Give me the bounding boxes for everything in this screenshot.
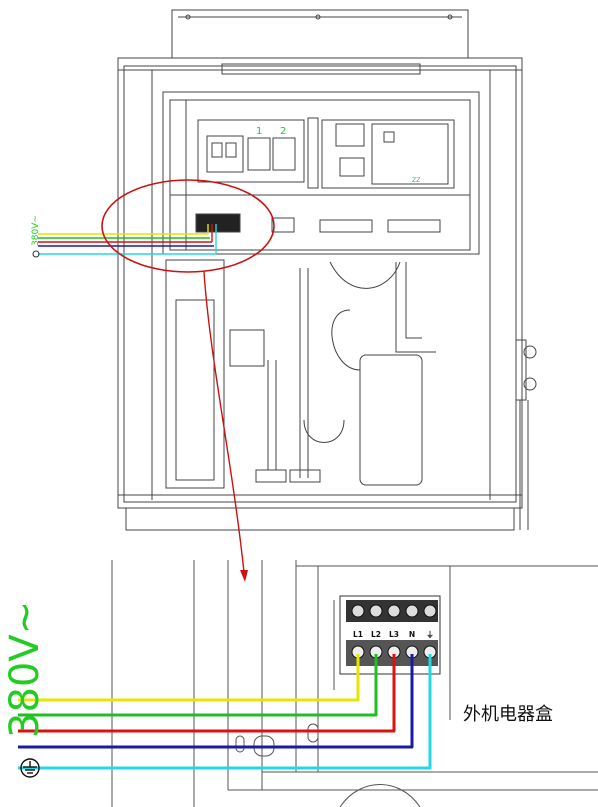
terminal-screws-top xyxy=(351,604,437,618)
detail-wires xyxy=(18,654,432,770)
terminal-label-l1: L1 xyxy=(353,630,363,639)
terminal-label-ground: ⏚ xyxy=(426,630,434,639)
callout-arrow xyxy=(203,271,245,573)
terminal-label-l3: L3 xyxy=(389,630,399,639)
wire-l2-green xyxy=(18,654,378,717)
unit-frame xyxy=(117,57,523,509)
relay-2 xyxy=(272,137,296,171)
compressor xyxy=(359,354,423,486)
top-wires xyxy=(38,224,217,255)
wire-l1-yellow xyxy=(18,654,360,702)
wire-n-blue xyxy=(18,654,414,749)
relay-number-1: 1 xyxy=(256,126,262,137)
top-voltage-label: 380V~ xyxy=(31,215,41,246)
terminal-label-n: N xyxy=(409,630,415,639)
board-marker: ZZ xyxy=(412,177,420,184)
terminal-block: L1 L2 L3 N ⏚ xyxy=(339,595,441,675)
ground-symbol-icon xyxy=(20,758,40,778)
wire-l3-red xyxy=(18,654,396,733)
outdoor-unit-drawing xyxy=(117,9,537,531)
electrical-box xyxy=(162,91,480,255)
terminal-label-l2: L2 xyxy=(371,630,381,639)
small-terminal-strip xyxy=(195,213,241,233)
electrical-box-caption: 外机电器盒 xyxy=(463,704,553,725)
relay-1 xyxy=(247,137,271,171)
wire-pe-cyan xyxy=(18,654,432,770)
control-board xyxy=(371,123,449,185)
callout-arrowhead xyxy=(240,570,248,582)
detail-voltage-label: 380V~ xyxy=(2,601,48,738)
top-ground-icon xyxy=(32,250,40,258)
callout-ellipse xyxy=(101,179,275,273)
relay-number-2: 2 xyxy=(280,126,286,137)
contactor xyxy=(206,135,244,173)
